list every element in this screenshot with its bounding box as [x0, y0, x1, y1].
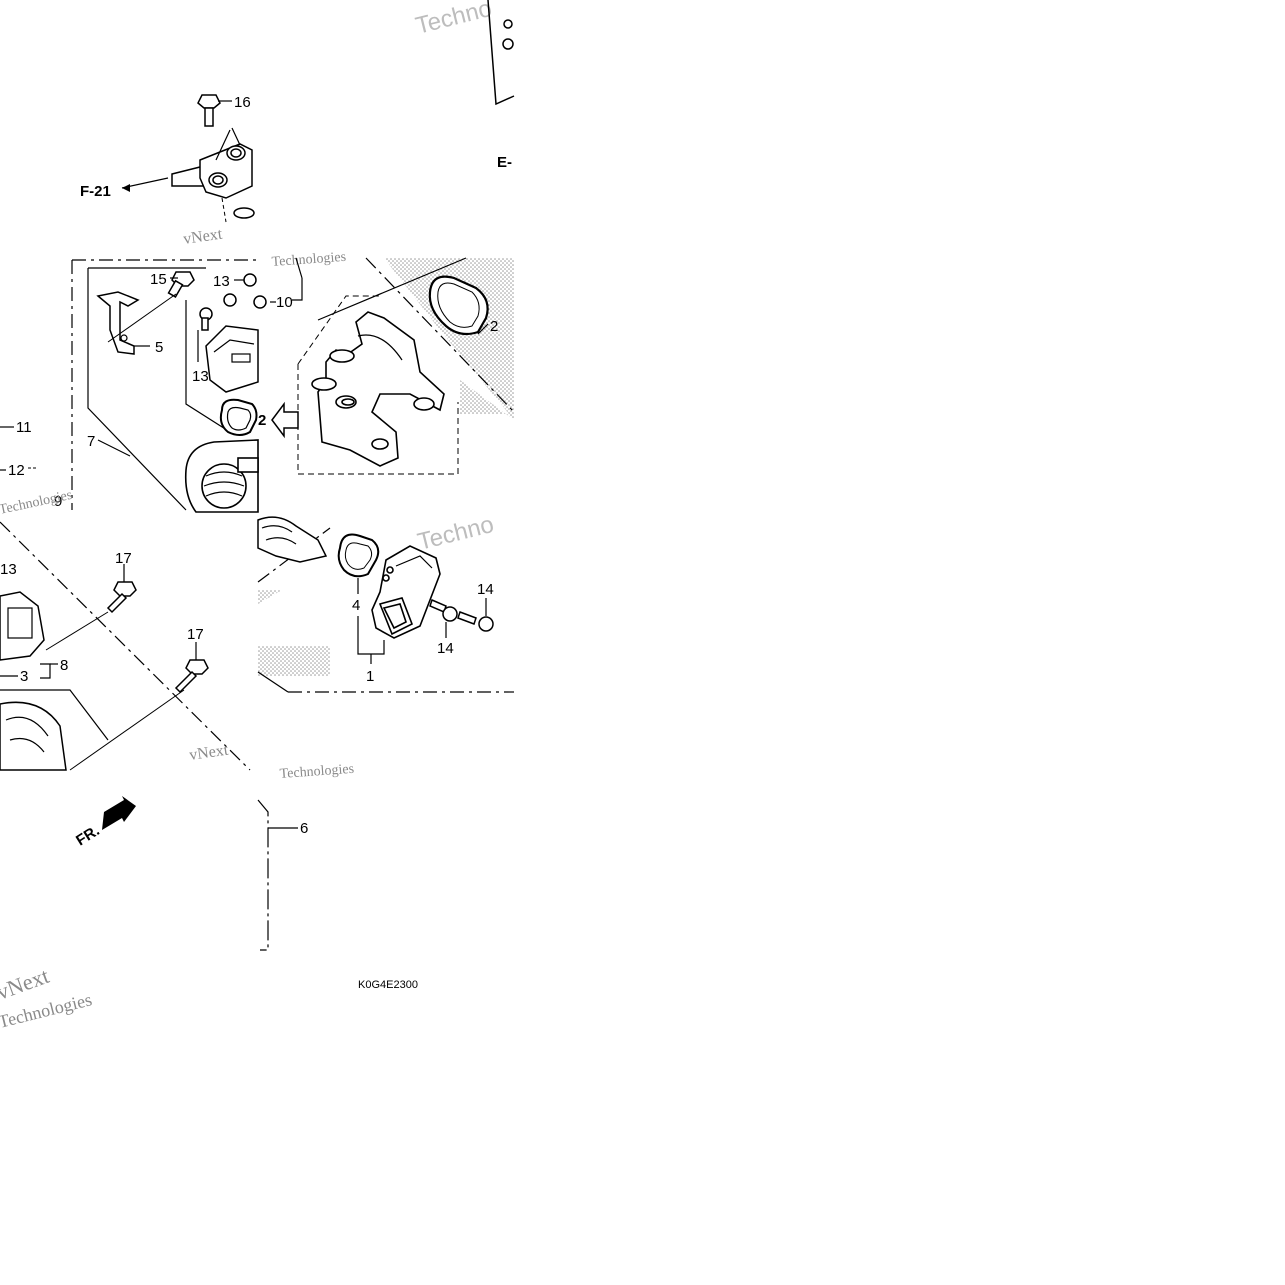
tile-top-middle: Techno E-	[413, 0, 515, 171]
callout-11: 11	[16, 419, 32, 436]
callout-2-left: 2	[258, 412, 266, 429]
tile-lower-right: 4 1 14 14 Techno	[257, 511, 514, 693]
diagram-code: K0G4E2300	[358, 979, 418, 991]
sensor-body-shape	[371, 545, 441, 639]
fuel-joint-shape	[171, 143, 253, 199]
callout-15: 15	[150, 271, 167, 288]
callout-6: 6	[300, 820, 308, 837]
ref-f21: F-21	[80, 183, 111, 200]
callout-8: 8	[60, 657, 68, 674]
watermark-techno-2: Techno	[415, 511, 497, 556]
intake-pipe-shape	[311, 311, 445, 467]
watermark-vnext-1: vNext	[182, 226, 224, 248]
callout-2-right: 2	[490, 318, 498, 335]
bolt-15-shape	[167, 271, 195, 298]
watermark-vnext-2: vNext	[188, 742, 230, 764]
callout-4: 4	[352, 597, 360, 614]
bolt-16-shape	[197, 94, 221, 127]
callout-13-top: 13	[213, 273, 230, 290]
callout-10: 10	[276, 294, 293, 311]
callout-16: 16	[234, 94, 251, 111]
callout-13-lower: 13	[0, 561, 17, 578]
throttle-body-shape	[184, 439, 259, 513]
front-arrow: FR.	[73, 796, 136, 849]
tile-middle-left: 15 5 13 13 2 11 7	[0, 259, 267, 518]
tile-lower-left: 13 17 17 8 3	[0, 521, 251, 771]
callout-3: 3	[20, 668, 28, 685]
watermarks-mid: vNext Technologies vNext Technologies	[0, 742, 355, 1032]
callout-13-left: 13	[192, 368, 209, 385]
tile-top-left: 16 F-21 vNext	[80, 94, 255, 248]
callout-17-top: 17	[115, 550, 132, 567]
watermark-technologies-3: Technologies	[279, 762, 354, 782]
watermark-technologies-1: Technologies	[0, 488, 74, 518]
ref-e-partial: E-	[497, 154, 512, 171]
front-label: FR.	[73, 822, 103, 849]
watermark-technologies-2: Technologies	[271, 250, 346, 270]
bolt-17-bottom-shape	[174, 659, 209, 694]
callout-12: 12	[8, 462, 25, 479]
callout-5: 5	[155, 339, 163, 356]
watermark-vnext-3: vNext	[0, 963, 52, 1005]
callout-1: 1	[366, 668, 374, 685]
watermark-techno-1: Techno	[413, 0, 495, 40]
tile-bottom: FR. 6 K0G4E2300	[73, 796, 418, 991]
tile-middle-right: 2 Technologies 10	[270, 250, 515, 475]
callout-14-left: 14	[437, 640, 454, 657]
callout-9: 9	[54, 493, 62, 510]
bolt-17-top-shape	[106, 581, 137, 614]
callout-7: 7	[87, 433, 95, 450]
callout-17-bottom: 17	[187, 626, 204, 643]
callout-14-right: 14	[477, 581, 494, 598]
